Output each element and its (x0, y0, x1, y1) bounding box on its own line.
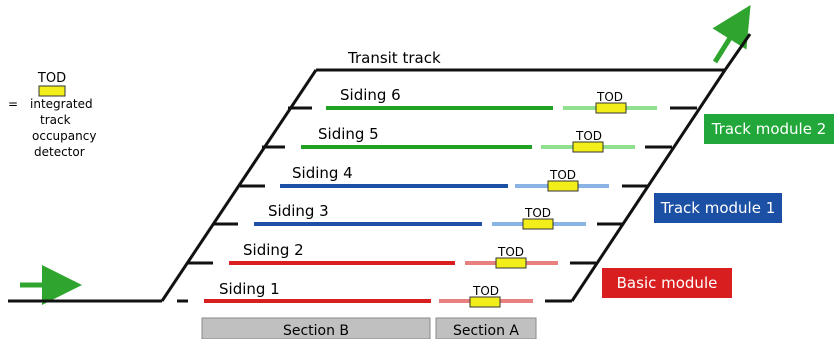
siding-6-tod-label: TOD (596, 90, 623, 104)
siding-4-tod-label: TOD (549, 168, 576, 182)
siding-4: Siding 4 TOD (240, 164, 648, 192)
legend: TOD = integrated track occupancy detecto… (8, 71, 96, 159)
basic-module-label: Basic module (617, 274, 718, 292)
siding-6: Siding 6 TOD (288, 86, 697, 114)
track-module-1-badge (654, 193, 782, 223)
section-b-label: Section B (283, 323, 349, 339)
right-diagonal-track (570, 69, 727, 302)
siding-2: Siding 2 TOD (188, 241, 596, 269)
siding-4-tod-detector (547, 180, 579, 192)
track-module-2-label: Track module 2 (711, 120, 827, 138)
outgoing-arrow-icon (712, 5, 751, 64)
siding-1-tod-label: TOD (472, 284, 499, 298)
track-frame (8, 33, 752, 303)
siding-4-label: Siding 4 (292, 164, 353, 182)
track-module-1-label: Track module 1 (660, 199, 776, 217)
legend-line-3: occupancy (32, 129, 96, 143)
legend-line-2: track (40, 113, 71, 127)
basic-module-badge (602, 268, 732, 298)
siding-3-label: Siding 3 (268, 202, 329, 220)
track-module-2-badge (704, 114, 834, 144)
transit-track-label: Transit track (347, 49, 441, 67)
legend-line-1: integrated (30, 97, 93, 111)
siding-5-tod-detector (572, 141, 604, 153)
siding-6-tod-detector (595, 102, 627, 114)
siding-2-tod-label: TOD (497, 245, 524, 259)
legend-tod-symbol (38, 85, 66, 97)
siding-3: Siding 3 TOD (213, 202, 623, 230)
legend-line-4: detector (34, 145, 85, 159)
legend-tod-label: TOD (37, 71, 66, 86)
siding-5-label: Siding 5 (318, 125, 379, 143)
siding-3-tod-label: TOD (524, 206, 551, 220)
section-bars: Section B Section A (201, 317, 537, 340)
exit-track (723, 33, 752, 71)
siding-1: Siding 1 TOD (177, 280, 572, 308)
section-a-label: Section A (453, 323, 519, 339)
module-labels: Track module 2 Track module 1 Basic modu… (602, 114, 834, 298)
siding-3-tod-detector (522, 218, 554, 230)
siding-2-label: Siding 2 (243, 241, 304, 259)
siding-5: Siding 5 TOD (262, 125, 672, 153)
siding-2-tod-detector (495, 257, 527, 269)
siding-6-label: Siding 6 (340, 86, 401, 104)
siding-5-tod-label: TOD (575, 129, 602, 143)
siding-1-label: Siding 1 (219, 280, 280, 298)
siding-1-tod-detector (469, 296, 501, 308)
legend-equals: = (8, 97, 18, 111)
